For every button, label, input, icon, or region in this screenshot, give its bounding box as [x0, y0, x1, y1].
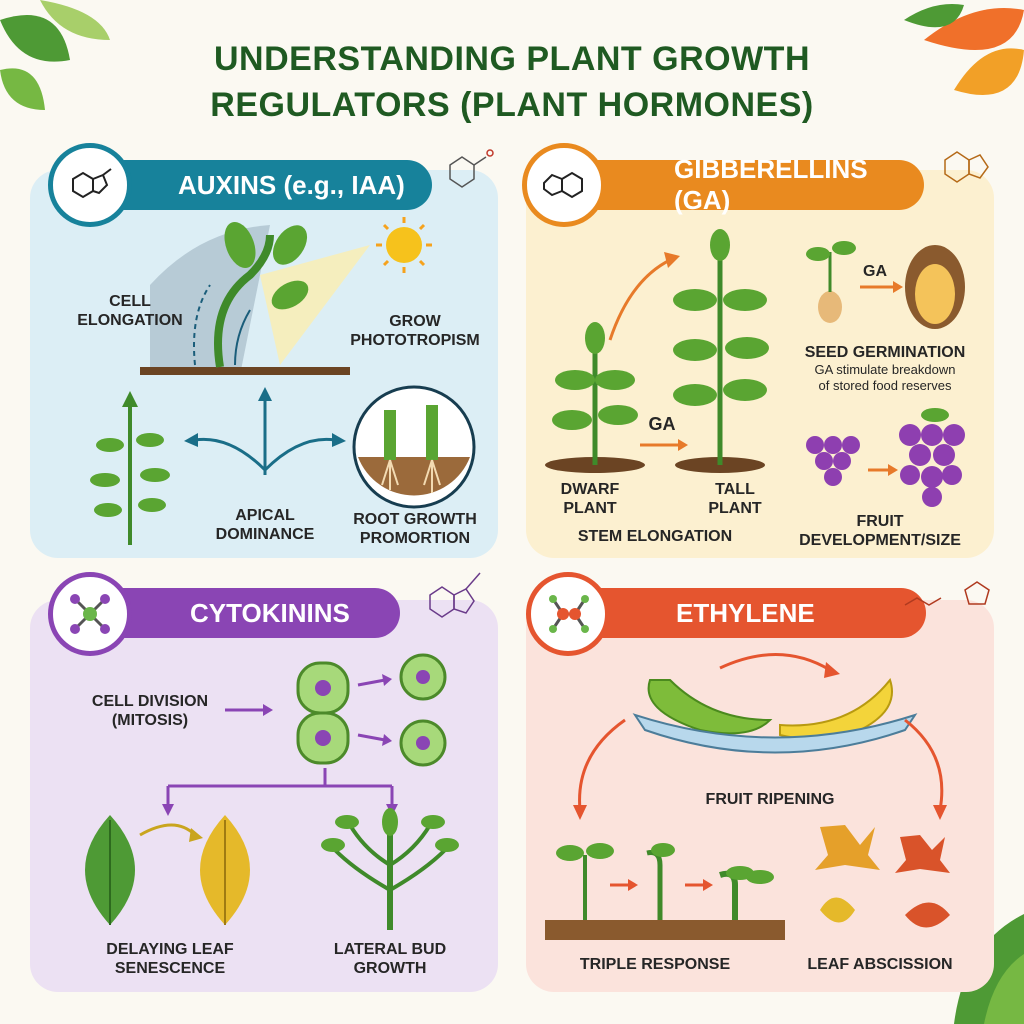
tall-plant-label: TALL PLANT [708, 481, 762, 517]
corner-leaves-top-right [904, 4, 1024, 95]
fruit-development-illustration [806, 408, 965, 507]
triple-response-illustration [545, 843, 785, 940]
leaf-abscission-illustration [815, 825, 950, 928]
auxins-molecule-icon [449, 149, 494, 188]
stem-elongation-label: STEM ELONGATION [577, 528, 733, 545]
cell-division-label: CELL DIVISION (MITOSIS) [91, 693, 209, 729]
root-growth-illustration [352, 385, 476, 509]
ethylene-badge [526, 572, 610, 656]
page-title-line-2: REGULATORS (PLANT HORMONES) [210, 86, 814, 124]
apical-dominance-illustration [90, 387, 346, 545]
ga-label-stem: GA [648, 414, 676, 434]
cell-elongation-label: CELL ELONGATION [77, 293, 183, 329]
gibberellins-badge [522, 143, 606, 227]
auxins-badge [48, 143, 132, 227]
molecule-icon [543, 171, 583, 199]
leaf-senescence-illustration [85, 815, 250, 925]
cytokinins-branch-arrows [162, 768, 398, 816]
fruit-ripening-label: FRUIT RIPENING [705, 791, 835, 808]
ethylene-side-arrows [573, 718, 947, 820]
ethylene-molecule-icon [904, 581, 990, 606]
dwarf-plant-label: DWARF PLANT [560, 481, 620, 517]
phototropism-label: GROW PHOTOTROPISM [350, 313, 480, 349]
corner-leaves-top-left [0, 0, 110, 110]
molecule-icon [549, 595, 589, 633]
stem-elongation-illustration [545, 229, 769, 473]
leaf-senescence-label: DELAYING LEAF SENESCENCE [106, 941, 234, 977]
ga-label-seed: GA [863, 263, 887, 280]
fruit-development-label: FRUIT DEVELOPMENT/SIZE [799, 513, 961, 549]
apical-dominance-label: APICAL DOMINANCE [215, 507, 315, 543]
lateral-bud-illustration [321, 808, 459, 930]
page-title-line-1: UNDERSTANDING PLANT GROWTH [214, 40, 810, 78]
gibberellins-molecule-icon [944, 151, 989, 183]
root-growth-label: ROOT GROWTH PROMORTION [353, 511, 477, 547]
seed-germination-illustration [806, 241, 965, 329]
cell-division-illustration [225, 653, 447, 767]
gibberellins-panel [526, 170, 994, 558]
gibberellins-header: GIBBERELLINS (GA) [566, 154, 924, 215]
molecule-icon [72, 168, 112, 199]
seed-germination-label: SEED GERMINATION [804, 344, 966, 361]
molecule-icon [70, 594, 110, 634]
sun-icon [376, 217, 432, 273]
lateral-bud-label: LATERAL BUD GROWTH [333, 941, 447, 977]
leaf-abscission-label: LEAF ABSCISSION [807, 956, 953, 973]
triple-response-label: TRIPLE RESPONSE [579, 956, 731, 973]
phototropism-illustration [140, 221, 370, 375]
cytokinins-molecule-icon [429, 572, 481, 618]
seed-germination-description: GA stimulate breakdown of stored food re… [814, 362, 956, 393]
ethylene-header: ETHYLENE [566, 588, 926, 638]
cytokinins-badge [48, 572, 132, 656]
